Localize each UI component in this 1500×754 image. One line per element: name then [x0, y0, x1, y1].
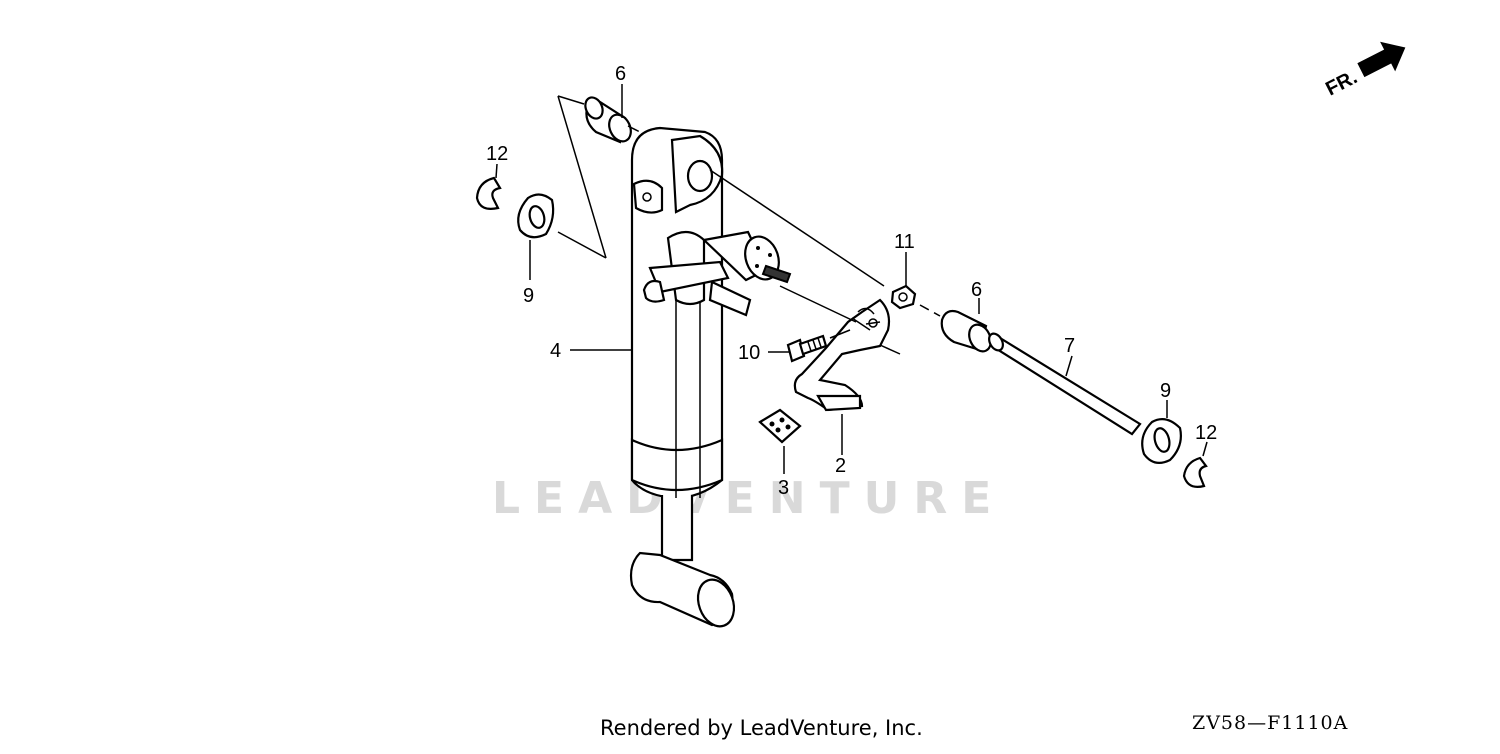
drawing-code: ZV58—F1110A [1192, 712, 1349, 734]
credit-text: Rendered by LeadVenture, Inc. [600, 716, 923, 740]
part-2-lever [793, 298, 891, 412]
leader-lines [495, 84, 1208, 474]
callout-12-right: 12 [1195, 422, 1217, 444]
callout-11: 11 [894, 231, 915, 253]
callout-7: 7 [1064, 335, 1075, 357]
part-9-washer-left [517, 193, 555, 239]
callout-10: 10 [738, 342, 760, 364]
part-9-washer-right [1141, 417, 1182, 465]
part-4-column [629, 126, 792, 628]
callout-6-top: 6 [615, 63, 626, 85]
callout-6-right: 6 [971, 279, 982, 301]
callout-9-right: 9 [1160, 380, 1171, 402]
assembly-lines [557, 95, 941, 355]
watermark-text: LEADVENTURE [492, 473, 1005, 524]
part-6-bushing-top [584, 96, 632, 144]
direction-label: FR. [1322, 66, 1361, 100]
callout-4: 4 [550, 340, 561, 362]
part-7-shaft [988, 332, 1142, 436]
part-12-clip-left [475, 176, 502, 210]
callout-12-left: 12 [486, 143, 508, 165]
part-6-bushing-right [940, 309, 992, 353]
part-11-nut [890, 284, 917, 310]
front-direction-arrow-icon: FR. [1322, 41, 1406, 100]
part-3-pad [758, 408, 802, 444]
callout-2: 2 [835, 455, 846, 477]
callout-labels: 6 12 9 4 11 10 6 7 9 12 3 2 [486, 63, 1217, 499]
part-10-bolt [786, 334, 828, 363]
part-12-clip-right [1182, 456, 1208, 488]
callout-9-left: 9 [523, 285, 534, 307]
callout-3: 3 [778, 477, 789, 499]
